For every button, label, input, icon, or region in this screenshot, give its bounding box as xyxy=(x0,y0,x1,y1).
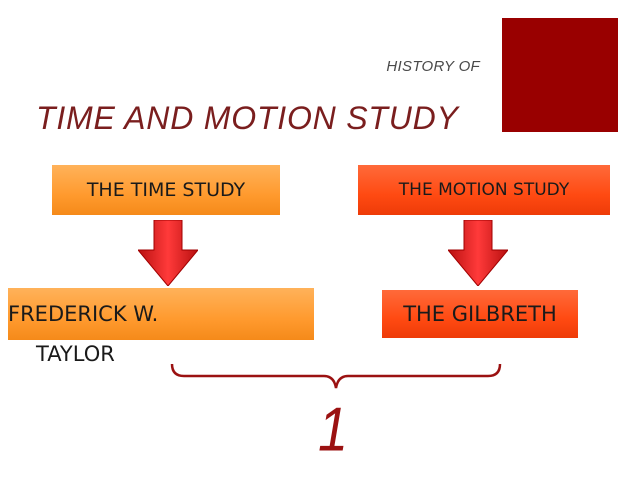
taylor-box: FREDERICK W. xyxy=(8,288,314,340)
slide-kicker: HISTORY OF xyxy=(386,58,480,75)
down-arrow-icon xyxy=(448,220,508,286)
curly-brace xyxy=(170,363,502,389)
slide-title: TIME AND MOTION STUDY xyxy=(36,100,459,136)
down-arrow-icon xyxy=(138,220,198,286)
time-study-box: THE TIME STUDY xyxy=(52,165,280,215)
taylor-label-line1: FREDERICK W. xyxy=(8,302,159,326)
taylor-label-line2: TAYLOR xyxy=(36,342,115,366)
motion-study-label: THE MOTION STUDY xyxy=(398,180,570,200)
gilbreth-label: THE GILBRETH xyxy=(403,302,557,326)
time-study-label: THE TIME STUDY xyxy=(86,179,246,201)
summary-number: 1 xyxy=(318,395,349,465)
accent-square xyxy=(502,18,618,132)
motion-study-box: THE MOTION STUDY xyxy=(358,165,610,215)
gilbreth-box: THE GILBRETH xyxy=(382,290,578,338)
